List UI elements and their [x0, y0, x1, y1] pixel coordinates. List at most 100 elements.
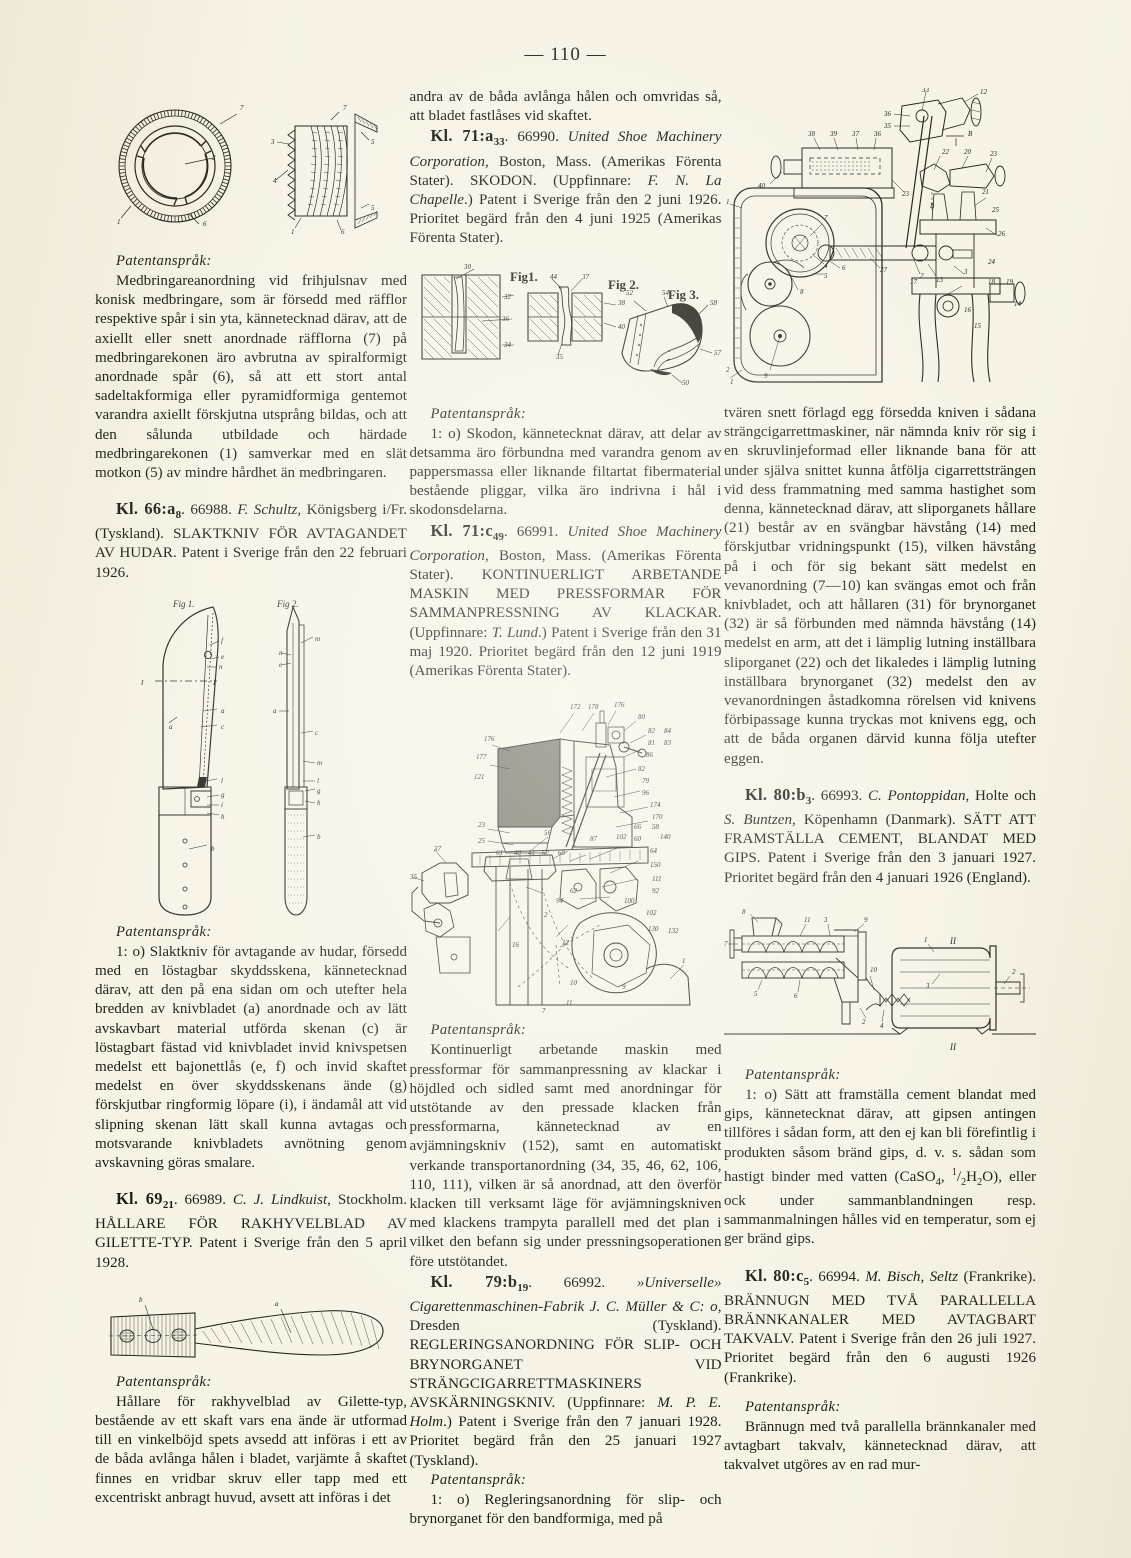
svg-text:I: I — [212, 679, 216, 687]
svg-text:102: 102 — [616, 833, 627, 841]
svg-text:12: 12 — [980, 88, 988, 96]
svg-text:I: I — [140, 679, 144, 687]
svg-text:2: 2 — [920, 272, 924, 280]
machine-figure-labels: 172 178 176 176 177 121 80 82 84 81 83 8… — [410, 701, 686, 1015]
svg-text:132: 132 — [668, 927, 679, 935]
claim-text-1: 1: o) Sätt att framställa cement blandat… — [724, 1086, 1036, 1248]
svg-text:94: 94 — [556, 897, 564, 905]
figure-cement-kiln: 8 11 3 9 7 5 6 10 2 4 1 3 2 II I — [724, 902, 1036, 1062]
svg-text:170: 170 — [652, 813, 663, 821]
svg-text:40: 40 — [758, 182, 766, 190]
cigarette-machine-labels: 33 12 36 35 B 38 39 37 36 40 22 20 23 23 — [726, 88, 1022, 386]
entry-assignee: United Shoe Machinery Corporation — [409, 129, 722, 170]
fig-title-3: Fig 3. — [668, 287, 699, 302]
svg-text:5: 5 — [371, 138, 375, 146]
figure-heel-press-machine: 172 178 176 176 177 121 80 82 84 81 83 8… — [410, 687, 722, 1017]
svg-text:7: 7 — [343, 104, 347, 112]
three-column-layout: 7 2 6 1 7 3 4 5 5 1 6 Patentanspråk: Med — [0, 88, 1131, 1527]
svg-text:32: 32 — [503, 293, 512, 301]
entry-class: Kl. 71: — [430, 520, 486, 540]
svg-text:62: 62 — [542, 849, 550, 857]
svg-text:8: 8 — [742, 908, 746, 916]
svg-text:a: a — [169, 723, 173, 731]
entry-class-subscript: 21 — [162, 1198, 174, 1211]
svg-text:176: 176 — [484, 735, 495, 743]
svg-text:82: 82 — [648, 727, 656, 735]
svg-text:57: 57 — [714, 349, 722, 357]
entry-66993: Kl. 80:b3. 66993. C. Pontoppidan, Holte … — [724, 785, 1036, 888]
entry-class: Kl. 80: — [745, 784, 797, 804]
entry-inventor: M. P. E. Holm — [409, 1394, 722, 1431]
svg-text:121: 121 — [474, 773, 485, 781]
entry-class-letter: b — [796, 784, 806, 804]
entry-rest-2: .) Patent i Sverige från den 31 maj 1920… — [409, 624, 722, 680]
svg-text:g: g — [221, 791, 225, 799]
svg-text:37: 37 — [851, 130, 860, 138]
svg-text:40: 40 — [514, 849, 522, 857]
caso4-subscript: 4 — [935, 1176, 941, 1188]
svg-text:e: e — [279, 661, 282, 669]
claim-text-2: 1: o) Slaktkniv för avtagande av hudar, … — [95, 943, 407, 1172]
svg-text:l: l — [221, 777, 223, 785]
svg-text:1: 1 — [291, 228, 295, 236]
svg-text:6: 6 — [341, 228, 345, 236]
fig-title-2: Fig 2. — [608, 277, 639, 292]
svg-text:92: 92 — [652, 887, 660, 895]
razor-figure-labels: b a — [139, 1296, 279, 1308]
svg-text:7: 7 — [824, 214, 828, 222]
entry-class-letter: a — [167, 498, 176, 518]
svg-text:b: b — [317, 833, 321, 841]
svg-text:1: 1 — [682, 957, 686, 965]
entry-class-subscript: 3 — [805, 794, 812, 807]
h2o-subscript: 2 — [977, 1176, 983, 1188]
claim-heading-1: Patentanspråk: — [116, 253, 212, 269]
svg-text:B: B — [930, 202, 935, 210]
svg-text:13: 13 — [936, 276, 944, 284]
svg-text:7: 7 — [724, 940, 728, 948]
svg-text:g: g — [317, 787, 321, 795]
shoe-figure-titles: Fig1. Fig 2. Fig 3. — [510, 269, 699, 302]
svg-text:5: 5 — [824, 272, 828, 280]
svg-text:84: 84 — [664, 727, 672, 735]
entry-middle: , Holte och — [965, 787, 1037, 804]
svg-text:3: 3 — [963, 268, 968, 276]
svg-text:e: e — [221, 653, 224, 661]
svg-text:60: 60 — [634, 835, 642, 843]
svg-text:17: 17 — [910, 278, 918, 286]
entry-rest: , Königsberg i/Fr. (Tyskland). SLAKTKNIV… — [95, 501, 407, 581]
svg-text:26: 26 — [998, 230, 1006, 238]
svg-text:3: 3 — [823, 916, 828, 924]
svg-text:87: 87 — [590, 835, 598, 843]
svg-text:7: 7 — [240, 104, 244, 112]
entry-assignee: »Universelle» Cigarettenmaschinen-Fabrik… — [409, 1274, 722, 1315]
entry-class-subscript: 8 — [175, 508, 182, 521]
svg-text:4: 4 — [273, 177, 277, 185]
svg-text:79: 79 — [642, 777, 650, 785]
svg-text:m: m — [315, 635, 320, 643]
svg-text:82: 82 — [638, 765, 646, 773]
svg-text:50: 50 — [682, 379, 690, 387]
entry-66994: Kl. 80:c5. 66994. M. Bisch, Seltz (Frank… — [724, 1266, 1036, 1388]
svg-text:172: 172 — [570, 703, 581, 711]
entry-class-letter: a — [485, 126, 494, 146]
svg-text:176: 176 — [614, 701, 625, 709]
svg-text:9: 9 — [764, 372, 768, 380]
svg-text:58: 58 — [652, 823, 660, 831]
svg-text:3: 3 — [925, 982, 930, 990]
svg-text:23: 23 — [478, 821, 486, 829]
svg-text:20: 20 — [964, 148, 972, 156]
fraction-denominator: 2 — [961, 1176, 967, 1188]
svg-text:37: 37 — [433, 845, 442, 853]
heel-press-machine-drawing: 172 178 176 176 177 121 80 82 84 81 83 8… — [410, 701, 691, 1015]
svg-text:86: 86 — [646, 751, 654, 759]
claim-part-b: , — [940, 1168, 952, 1185]
entry-class-subscript: 33 — [493, 136, 505, 149]
svg-text:34: 34 — [503, 341, 512, 349]
claim-text-3: 1: o) Regleringsanordning för slip- och … — [409, 1491, 722, 1527]
slaughter-knife-drawing: Fig 1. Fig 2. f e n I I a a c l g — [140, 599, 322, 916]
entry-class: Kl. 69 — [116, 1188, 163, 1208]
svg-text:c: c — [221, 723, 225, 731]
svg-text:52: 52 — [626, 289, 634, 297]
freewheel-hub-drawing: 7 2 6 1 7 3 4 5 5 1 6 — [117, 104, 378, 236]
svg-text:36: 36 — [501, 315, 510, 323]
